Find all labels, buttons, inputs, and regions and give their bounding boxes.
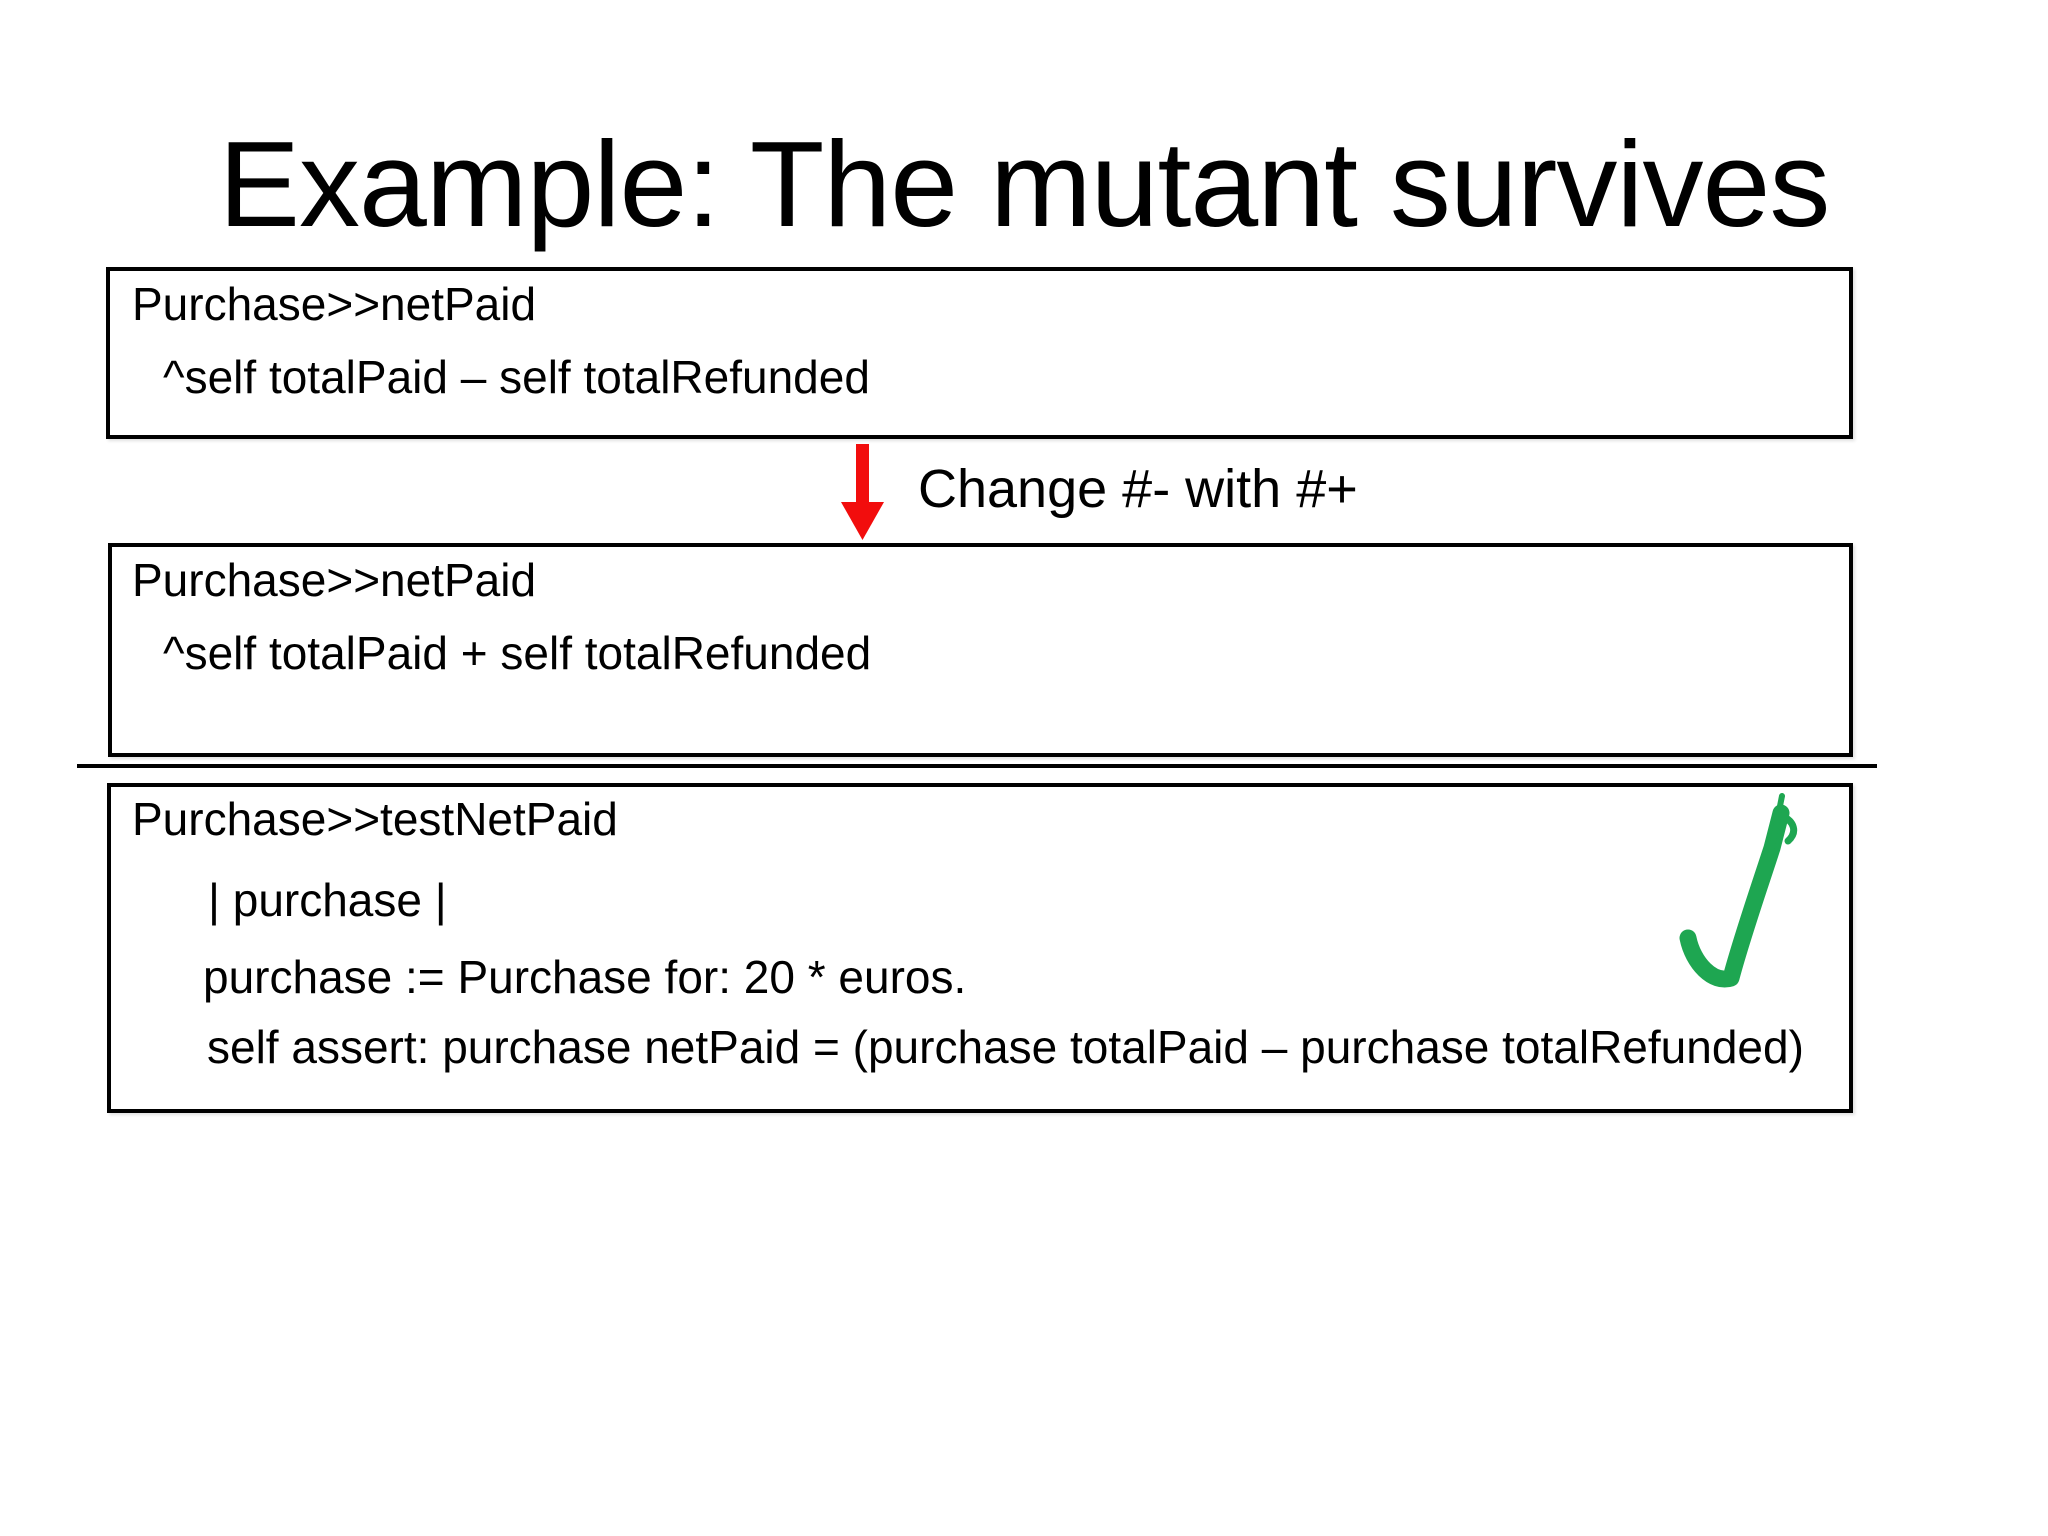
code-line-method-signature: Purchase>>netPaid: [132, 278, 537, 330]
code-line-assert-statement: self assert: purchase netPaid = (purchas…: [207, 1021, 1804, 1073]
code-line-method-body: ^self totalPaid + self totalRefunded: [163, 627, 872, 679]
code-line-test-signature: Purchase>>testNetPaid: [132, 793, 618, 845]
code-line-temp-declaration: | purchase |: [208, 874, 447, 926]
checkmark-flag: [1778, 812, 1798, 845]
code-line-method-signature: Purchase>>netPaid: [132, 554, 537, 606]
mutation-down-arrow-icon: [841, 444, 884, 540]
code-line-method-body: ^self totalPaid – self totalRefunded: [163, 351, 870, 403]
mutation-label: Change #- with #+: [918, 459, 1358, 519]
arrow-stem: [856, 444, 869, 509]
slide-title: Example: The mutant survives: [218, 116, 1831, 252]
arrow-head: [841, 502, 884, 540]
checkmark-spike: [1767, 793, 1785, 859]
code-line-purchase-assignment: purchase := Purchase for: 20 * euros.: [203, 951, 967, 1003]
code-box-original-method: Purchase>>netPaid ^self totalPaid – self…: [106, 267, 1853, 439]
code-box-mutant-method: Purchase>>netPaid ^self totalPaid + self…: [108, 543, 1853, 757]
checkmark-icon: [1679, 793, 1798, 988]
horizontal-divider: [77, 764, 1877, 768]
checkmark-main-stroke: [1679, 804, 1790, 988]
code-box-test-method: Purchase>>testNetPaid | purchase | purch…: [107, 783, 1853, 1113]
